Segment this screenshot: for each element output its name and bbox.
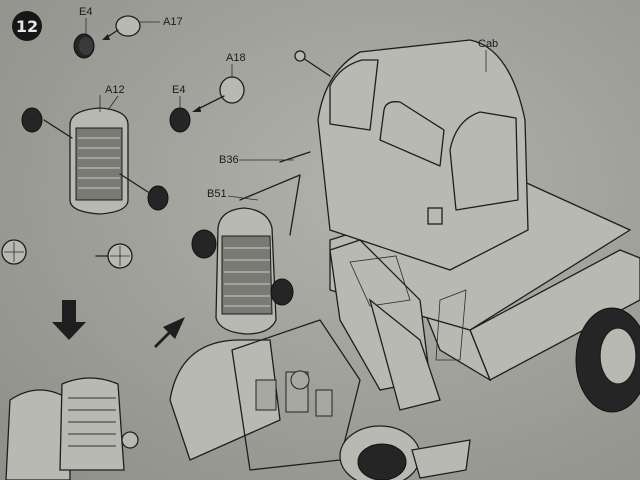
- install-arrow: [154, 317, 185, 348]
- part-e4-lens-mid: [169, 96, 191, 133]
- grille-detail-bottom: [5, 377, 139, 480]
- label-cab: Cab: [478, 38, 499, 50]
- label-e4-mid: E4: [172, 84, 186, 96]
- small-headlight-pair: [1, 239, 133, 269]
- part-a18-housing: [192, 64, 245, 112]
- part-e4-lens-top: [73, 18, 95, 59]
- truck-front-grille: [191, 151, 311, 335]
- engine-and-fender: [169, 319, 471, 480]
- label-a18: A18: [226, 52, 246, 64]
- label-a12: A12: [105, 84, 125, 96]
- step-number: 12: [15, 16, 39, 36]
- label-b51: B51: [207, 188, 227, 200]
- part-a17-housing: [102, 15, 160, 40]
- truck-cab: [294, 39, 529, 271]
- leader-lines: [107, 95, 294, 201]
- step-number-badge: 12: [12, 11, 42, 41]
- part-a12-grille: [21, 95, 169, 215]
- label-a17: A17: [163, 16, 183, 28]
- truck-interior: [329, 239, 467, 411]
- label-e4-top: E4: [79, 6, 93, 18]
- label-b36: B36: [219, 154, 239, 166]
- down-arrow: [52, 300, 86, 340]
